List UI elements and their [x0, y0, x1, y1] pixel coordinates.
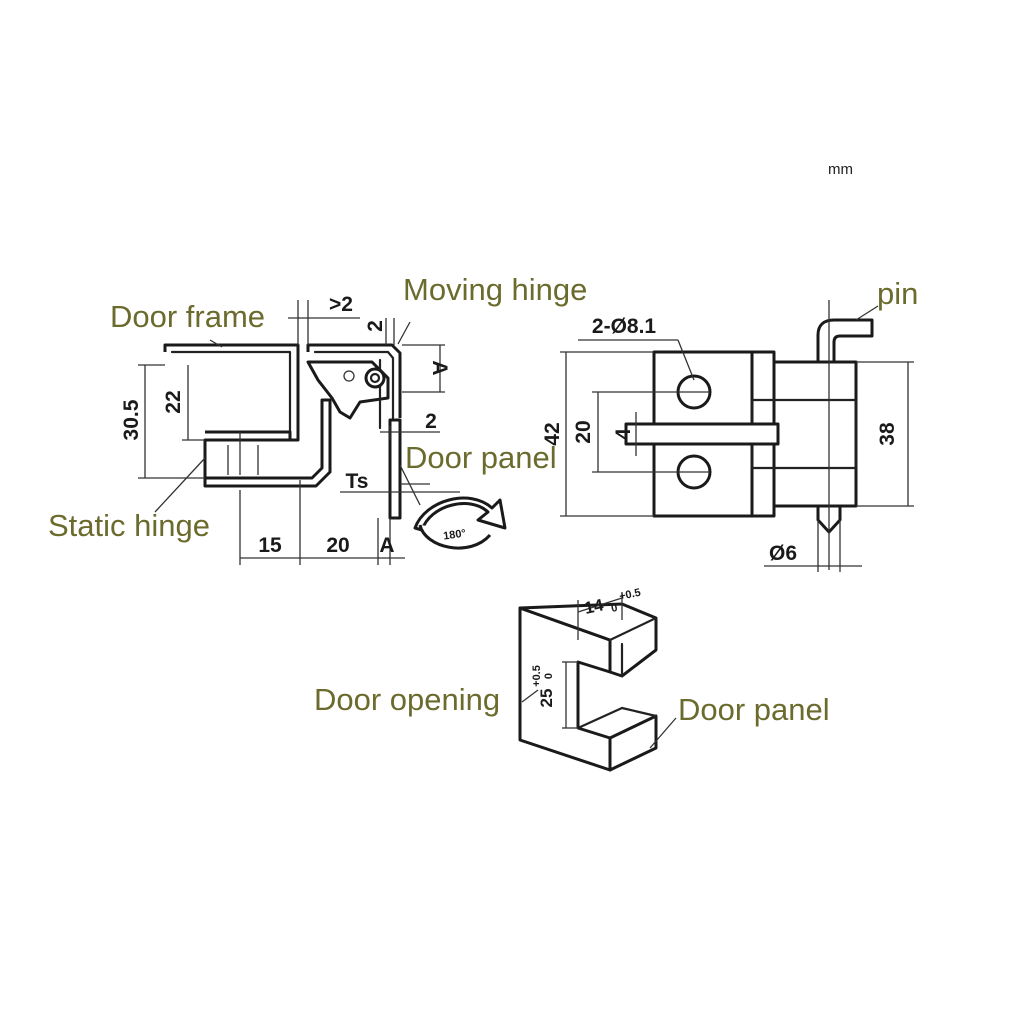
screw-hole [343, 370, 355, 382]
static-hinge-bracket [203, 398, 332, 488]
dim-holes: 2-Ø8.1 [592, 315, 657, 338]
label-door-panel-bottom: Door panel [678, 692, 830, 727]
dim-cut-width: 14 [583, 595, 606, 618]
moving-hinge-inner [313, 350, 395, 420]
dim-a-top: A [428, 360, 451, 375]
side-view [138, 300, 507, 565]
label-door-opening: Door opening [314, 682, 501, 717]
dim-ts: Ts [346, 470, 369, 493]
unit-label: mm [828, 161, 853, 178]
label-moving-hinge: Moving hinge [403, 272, 588, 307]
dim-20: 20 [326, 534, 349, 557]
leader-top [397, 321, 411, 345]
dim-42: 42 [541, 422, 564, 445]
knuckle-body [772, 360, 858, 508]
door-panel-profile [388, 418, 402, 520]
static-hinge-body [205, 430, 292, 440]
pivot-pin-center [369, 372, 381, 384]
leader-pin [855, 305, 879, 321]
slot [624, 422, 780, 446]
dim-22: 22 [162, 390, 185, 413]
leader-holes [677, 339, 695, 381]
dim-panel-gap: 2 [425, 410, 437, 433]
leader-door-panel [399, 464, 421, 506]
dim-gap: >2 [329, 293, 353, 316]
label-pin: pin [877, 276, 919, 311]
pivot-pin [364, 367, 386, 389]
leader-door-panel-bottom [649, 717, 677, 749]
dim-20-front: 20 [572, 420, 595, 443]
dim-top-gap: 2 [364, 320, 387, 332]
label-door-panel-side: Door panel [405, 440, 557, 475]
dim-rotation: 180° [442, 528, 466, 543]
dim-30-5: 30.5 [120, 399, 143, 440]
label-static-hinge: Static hinge [48, 508, 210, 543]
door-frame-inner [170, 350, 292, 434]
dim-15: 15 [258, 534, 282, 557]
dim-pin-dia: Ø6 [769, 542, 797, 565]
cutout-view [518, 592, 677, 772]
door-frame-profile [163, 343, 300, 478]
moving-hinge-top [306, 343, 402, 418]
dim-cut-height-tol-upper: +0.5 [531, 665, 543, 687]
curved-arrow-icon [413, 496, 507, 550]
pin-shape [816, 318, 874, 364]
leader-door-opening [521, 689, 539, 703]
dim-a-bottom: A [379, 534, 394, 557]
leader-static-hinge [154, 457, 206, 513]
dim-4: 4 [612, 428, 635, 440]
label-door-frame: Door frame [110, 299, 266, 334]
leader-door-frame [209, 339, 223, 348]
dim-38: 38 [876, 422, 899, 446]
dim-cut-height-tol-lower: 0 [543, 673, 555, 679]
dim-cut-width-tol-upper: +0.5 [618, 587, 642, 603]
dim-cut-width-tol-lower: 0 [610, 602, 618, 615]
front-view [560, 300, 914, 572]
dim-line-cut-width [577, 597, 623, 613]
dim-cut-height: 25 [537, 689, 556, 708]
panel-bottom-tab [608, 714, 658, 772]
